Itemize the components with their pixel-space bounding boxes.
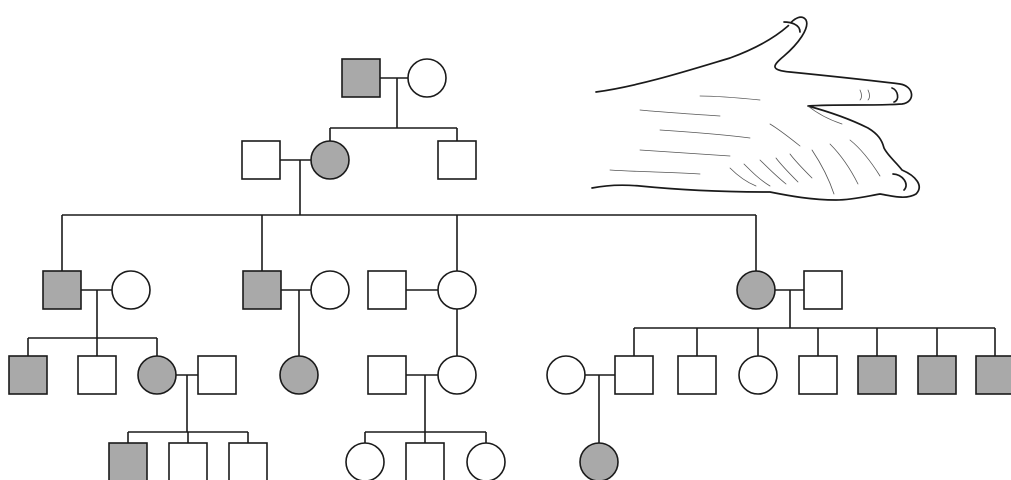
affected-male-square-IV-14 (917, 355, 957, 395)
unaffected-female-circle-III-4 (310, 270, 350, 310)
affected-female-circle-III-7 (736, 270, 776, 310)
unaffected-male-square-III-5 (367, 270, 407, 310)
affected-male-square-IV-15 (975, 355, 1011, 395)
unaffected-female-circle-III-2 (111, 270, 151, 310)
affected-female-circle-IV-3 (137, 355, 177, 395)
unaffected-male-square-V-3 (228, 442, 268, 480)
affected-female-circle-IV-5 (279, 355, 319, 395)
affected-male-square-III-3 (242, 270, 282, 310)
unaffected-male-square-IV-9 (614, 355, 654, 395)
pedigree-lines (27, 77, 996, 443)
unaffected-male-square-IV-6 (367, 355, 407, 395)
affected-female-circle-V-7 (579, 442, 619, 480)
unaffected-female-circle-IV-8 (546, 355, 586, 395)
unaffected-male-square-IV-2 (77, 355, 117, 395)
unaffected-male-square-III-8 (803, 270, 843, 310)
affected-male-square-III-1 (42, 270, 82, 310)
unaffected-female-circle-IV-7 (437, 355, 477, 395)
unaffected-female-circle-V-6 (466, 442, 506, 480)
unaffected-female-circle-V-4 (345, 442, 385, 480)
unaffected-male-square-IV-10 (677, 355, 717, 395)
unaffected-male-square-IV-4 (197, 355, 237, 395)
unaffected-male-square-II-3 (437, 140, 477, 180)
affected-male-square-IV-1 (8, 355, 48, 395)
unaffected-male-square-IV-12 (798, 355, 838, 395)
unaffected-female-circle-I-2 (407, 58, 447, 98)
affected-male-square-IV-13 (857, 355, 897, 395)
unaffected-male-square-II-1 (241, 140, 281, 180)
hand-icon (591, 16, 921, 201)
unaffected-male-square-V-5 (405, 442, 445, 480)
unaffected-female-circle-III-6 (437, 270, 477, 310)
affected-male-square-I-1 (341, 58, 381, 98)
unaffected-female-circle-IV-11 (738, 355, 778, 395)
affected-female-circle-II-2 (310, 140, 350, 180)
affected-male-square-V-1 (108, 442, 148, 480)
unaffected-male-square-V-2 (168, 442, 208, 480)
pedigree-symbols (8, 58, 1011, 480)
